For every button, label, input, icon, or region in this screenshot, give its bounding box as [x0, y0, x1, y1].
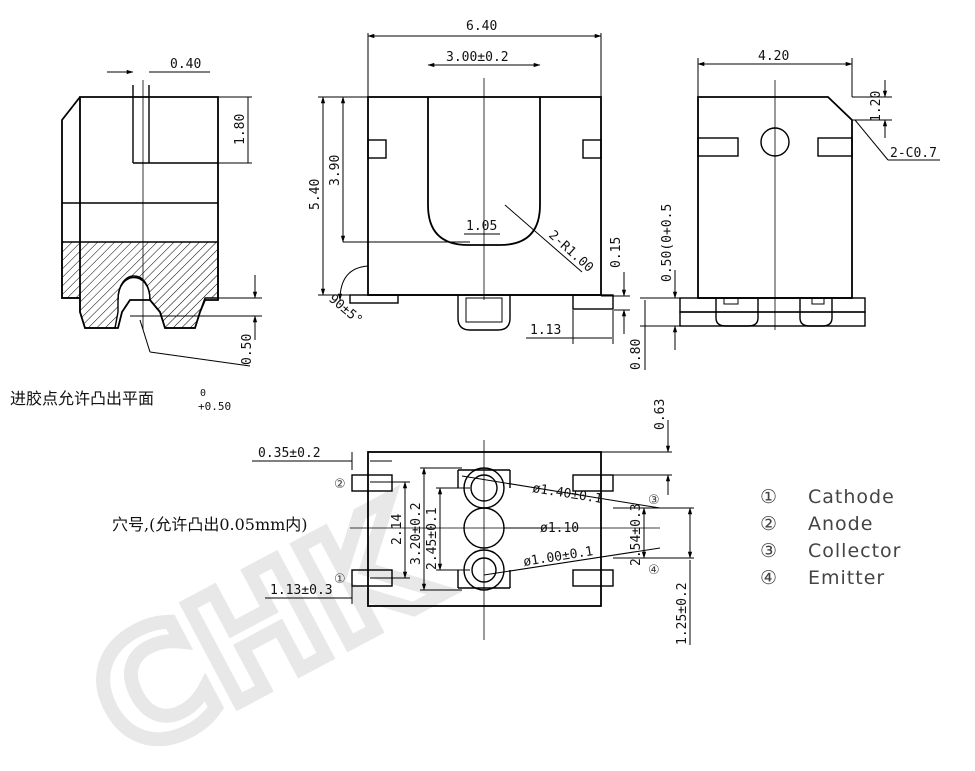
- dim-side-height: 1.80: [233, 114, 248, 145]
- dim-right-chamfer: 2-C0.7: [890, 146, 937, 161]
- dim-bottom-v1: 3.20±0.2: [409, 502, 424, 565]
- legend-label-collector: Collector: [808, 540, 901, 562]
- dim-bottom-top-right: 0.63: [653, 399, 668, 430]
- dim-front-radius: 2-R1.00: [545, 228, 596, 276]
- dim-bottom-v2: 2.45±0.1: [425, 507, 440, 570]
- right-view: 4.20 1.20 2-C0.7 0.50(0+0.5 0.80: [629, 49, 940, 370]
- side-note-sub: +0.50: [198, 400, 231, 413]
- legend-label-emitter: Emitter: [808, 567, 885, 589]
- dim-front-angle: 90±5°: [325, 292, 365, 329]
- dim-bottom-left-height: 2.14: [390, 514, 405, 545]
- pin-label-1: ①: [334, 572, 346, 587]
- front-view: 6.40 3.00±0.2 5.40 3.90 1.05 2-R1.00 90±…: [308, 19, 630, 344]
- legend-num-1: ①: [760, 486, 778, 508]
- dim-hole-mid: ø1.10: [540, 521, 579, 536]
- dim-front-small: 1.05: [466, 219, 497, 234]
- side-note: 进胶点允许凸出平面: [10, 389, 154, 408]
- dim-side-width: 0.40: [170, 57, 201, 72]
- legend-label-anode: Anode: [808, 513, 873, 535]
- dim-front-width: 6.40: [466, 19, 497, 34]
- dim-front-pin-offset: 1.13: [530, 323, 561, 338]
- dim-right-width: 4.20: [758, 49, 789, 64]
- pin-label-3: ③: [648, 493, 660, 508]
- legend-num-2: ②: [760, 513, 778, 535]
- dim-right-mid: 0.50(0+0.5: [660, 204, 675, 282]
- dim-side-bottom: 0.50: [240, 334, 255, 365]
- legend-num-3: ③: [760, 540, 778, 562]
- side-note-sup: 0: [200, 388, 206, 399]
- dim-far-right: 1.25±0.2: [675, 582, 690, 645]
- dim-bottom-left-bottom: 1.13±0.3: [270, 583, 333, 598]
- dim-hole-big: ø1.40±0.1: [531, 481, 603, 507]
- pin-legend: ① Cathode ② Anode ③ Collector ④ Emitter: [760, 486, 901, 589]
- legend-label-cathode: Cathode: [808, 486, 895, 508]
- dim-front-height: 5.40: [308, 179, 323, 210]
- dim-right-top: 1.20: [869, 91, 884, 122]
- dim-front-slot-width: 3.00±0.2: [446, 50, 509, 65]
- dim-right-v: 2.54±0.3: [629, 503, 644, 566]
- pin-label-4: ④: [648, 563, 660, 578]
- legend-num-4: ④: [760, 567, 778, 589]
- side-view: 0.40 1.80 0.50 进胶点允许凸出平面 0 +0.50: [10, 57, 262, 413]
- dim-bottom-left-top: 0.35±0.2: [258, 446, 321, 461]
- pin-label-2: ②: [334, 477, 346, 492]
- hole-note: 穴号,(允许凸出0.05mm内): [112, 515, 308, 534]
- dim-hole-small: ø1.00±0.1: [522, 544, 594, 570]
- dim-front-slot-height: 3.90: [328, 155, 343, 186]
- dim-right-bottom: 0.80: [629, 339, 644, 370]
- hatched-section: [61, 241, 219, 329]
- dim-front-right-small: 0.15: [609, 237, 624, 268]
